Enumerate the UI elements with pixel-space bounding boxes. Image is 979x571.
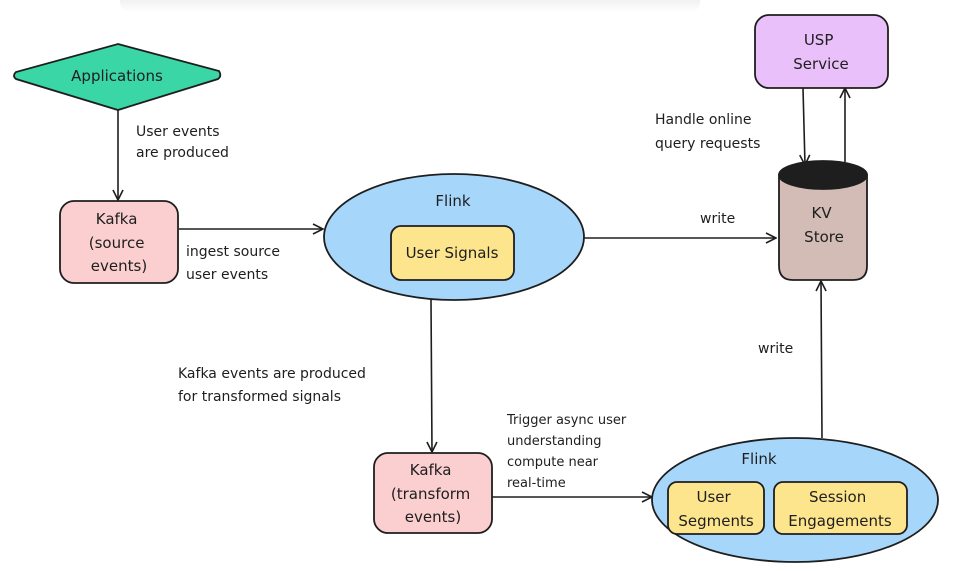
kafka-source-line-1: Kafka xyxy=(96,210,138,228)
user-segments-box xyxy=(667,481,765,535)
node-kafka-source: Kafka (source events) xyxy=(59,200,179,284)
kafka-transform-box xyxy=(373,452,493,534)
node-kv-store: KV Store xyxy=(778,160,868,281)
user-signals-label: User Signals xyxy=(406,244,499,262)
usp-service-box xyxy=(754,14,889,89)
kafka-transform-line-3: events) xyxy=(405,508,461,526)
kafka-source-line-2: (source xyxy=(89,234,145,252)
node-usp-service: USP Service xyxy=(754,14,889,89)
label-write-bottom: write xyxy=(758,341,793,357)
kv-line-1: KV xyxy=(812,204,833,222)
user-signals-box xyxy=(390,225,515,281)
label-kafka-produced-line-2: for transformed signals xyxy=(178,389,341,405)
applications-label: Applications xyxy=(71,67,163,85)
label-trigger: Trigger async user understanding compute… xyxy=(506,413,630,491)
label-kafka-produced: Kafka events are produced for transforme… xyxy=(178,366,370,405)
kv-line-2: Store xyxy=(804,228,844,246)
applications-diamond xyxy=(13,43,222,111)
label-user-events-line-1: User events xyxy=(136,124,220,140)
user-segments-line-2: Segments xyxy=(678,512,754,530)
kafka-source-label: Kafka (source events) xyxy=(89,210,149,275)
usp-line-2: Service xyxy=(793,55,848,73)
edge-flink-bottom-to-kv-write xyxy=(821,281,822,439)
label-ingest-line-1: ingest source xyxy=(186,244,280,260)
kv-store-label: KV Store xyxy=(804,204,844,246)
top-shadow xyxy=(120,0,700,12)
edge-usp-to-kv xyxy=(803,87,805,165)
flink-top-title: Flink xyxy=(435,192,470,210)
label-write-top: write xyxy=(700,211,735,227)
label-ingest: ingest source user events xyxy=(186,244,284,283)
label-handle-queries: Handle online query requests xyxy=(655,112,760,152)
node-flink-bottom: Flink User Segments Session Engagements xyxy=(651,437,939,563)
kafka-transform-line-1: Kafka xyxy=(410,461,452,479)
session-engagements-label: Session Engagements xyxy=(788,488,892,530)
session-engagements-box xyxy=(773,481,908,535)
edge-flink-to-kafka-transform xyxy=(431,299,432,452)
kafka-transform-line-2: (transform xyxy=(391,485,470,503)
label-user-events-line-2: are produced xyxy=(136,145,229,161)
label-write-top-line-1: write xyxy=(700,211,735,227)
label-trigger-line-1: Trigger async user xyxy=(506,413,627,428)
user-segments-line-1: User xyxy=(697,488,732,506)
usp-line-1: USP xyxy=(804,31,834,49)
kafka-transform-label: Kafka (transform events) xyxy=(391,461,475,526)
kafka-source-line-3: events) xyxy=(91,257,147,275)
session-engagements-line-2: Engagements xyxy=(788,512,892,530)
user-segments-label: User Segments xyxy=(678,488,754,530)
label-trigger-line-2: understanding xyxy=(507,434,602,449)
label-write-bottom-line-1: write xyxy=(758,341,793,357)
kafka-source-box xyxy=(59,200,179,284)
label-trigger-line-4: real-time xyxy=(507,476,566,491)
label-ingest-line-2: user events xyxy=(186,267,268,283)
usp-service-label: USP Service xyxy=(793,31,848,73)
label-trigger-line-3: compute near xyxy=(507,455,599,470)
label-kafka-produced-line-1: Kafka events are produced xyxy=(178,366,366,382)
label-handle-queries-line-2: query requests xyxy=(655,136,760,152)
flink-bottom-title: Flink xyxy=(741,450,776,468)
node-applications: Applications xyxy=(13,43,222,111)
node-kafka-transform: Kafka (transform events) xyxy=(373,452,493,534)
node-flink-top: Flink User Signals xyxy=(323,173,585,301)
label-user-events: User events are produced xyxy=(136,124,229,161)
session-engagements-line-1: Session xyxy=(809,488,866,506)
kv-store-cap xyxy=(778,160,868,190)
label-handle-queries-line-1: Handle online xyxy=(655,112,752,128)
kv-store-body xyxy=(778,174,868,281)
